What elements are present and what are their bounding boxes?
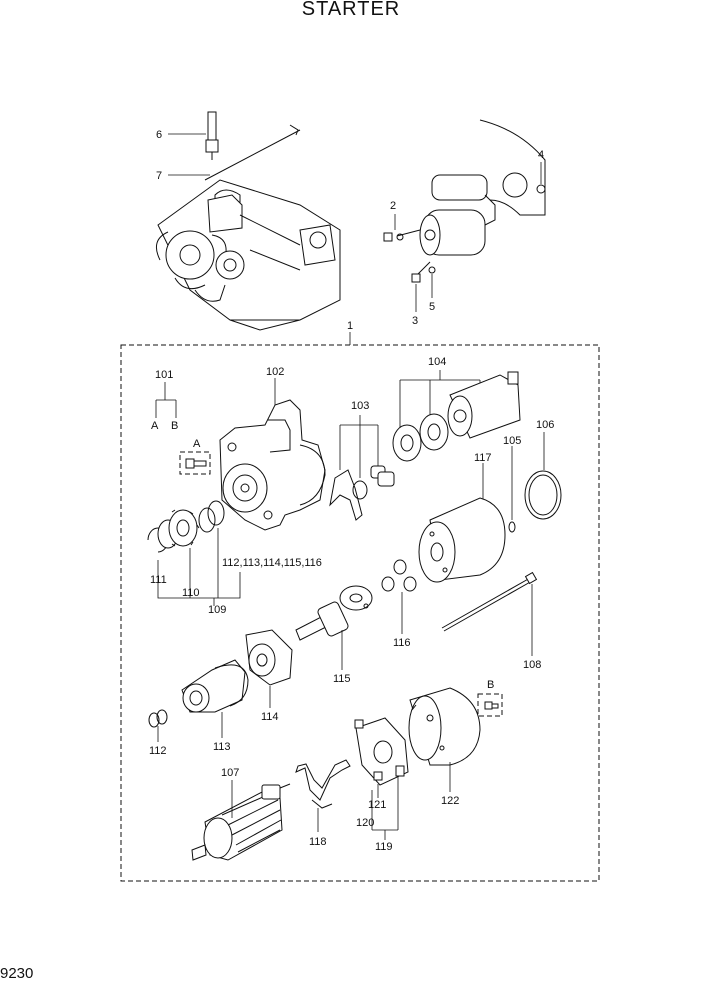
solenoid-104: [392, 371, 521, 462]
callout-101: 101: [155, 369, 173, 381]
callout-6: 6: [156, 129, 162, 141]
callout-4: 4: [538, 149, 544, 161]
label-b-detail: B: [487, 679, 494, 691]
label-b: B: [171, 420, 178, 432]
callout-120: 120: [356, 817, 374, 829]
front-housing-102: [219, 399, 326, 531]
callout-117: 117: [474, 452, 492, 464]
armature-107: [191, 783, 291, 861]
callout-119: 119: [375, 841, 393, 853]
callout-7: 7: [156, 170, 162, 182]
callout-112: 112: [149, 745, 167, 757]
callout-109: 109: [208, 604, 226, 616]
label-a: A: [151, 420, 159, 432]
callout-121: 121: [368, 799, 386, 811]
callout-114: 114: [261, 711, 279, 723]
yoke-117: [418, 497, 506, 583]
ring-112-upper: [198, 500, 225, 533]
callout-110: 110: [182, 587, 200, 599]
bolt-a: [185, 458, 207, 469]
pinion-shaft-115: [295, 585, 373, 641]
callout-115: 115: [333, 673, 351, 685]
callout-103: 103: [351, 400, 369, 412]
engine-illustration: [155, 124, 341, 331]
label-a-detail: A: [193, 438, 201, 450]
glow-plug: [205, 111, 219, 160]
assembly-box: [120, 344, 600, 882]
brush-holder-119: [354, 717, 409, 786]
carrier-plate-114: [245, 629, 293, 686]
callout-106: 106: [536, 419, 554, 431]
callout-5: 5: [429, 301, 435, 313]
bolt-a-box: [179, 451, 211, 475]
starter-mounted-illustration: [396, 119, 546, 281]
shift-lever-103: [329, 465, 395, 521]
ring-112: [148, 709, 168, 728]
o-ring-105: [508, 521, 516, 533]
clip-118: [295, 759, 351, 809]
nut-4: [536, 184, 546, 194]
callout-113: 113: [213, 741, 231, 753]
page-number: 9230: [0, 965, 34, 982]
callout-112-group: 112,113,114,115,116: [222, 557, 322, 569]
pinion-110: [157, 509, 200, 549]
callout-122: 122: [441, 795, 459, 807]
callout-105: 105: [503, 435, 521, 447]
callout-111: 111: [150, 574, 167, 586]
internal-gear-113: [181, 659, 249, 713]
callout-102: 102: [266, 366, 284, 378]
callout-104: 104: [428, 356, 446, 368]
bolt-b-box: [477, 693, 503, 717]
callout-116: 116: [393, 637, 411, 649]
bolt-2: [383, 232, 404, 242]
callout-3: 3: [412, 315, 418, 327]
band-106: [524, 470, 562, 520]
rollers-116: [381, 559, 417, 592]
bolt-b: [484, 701, 499, 710]
callout-108: 108: [523, 659, 541, 671]
bolt-3: [411, 266, 436, 283]
through-bolt-108: [441, 571, 538, 632]
callout-107: 107: [221, 767, 239, 779]
callout-118: 118: [309, 836, 327, 848]
callout-1: 1: [347, 320, 353, 332]
rear-cover-122: [408, 687, 481, 766]
callout-2: 2: [390, 200, 396, 212]
page-title: STARTER: [301, 0, 401, 20]
